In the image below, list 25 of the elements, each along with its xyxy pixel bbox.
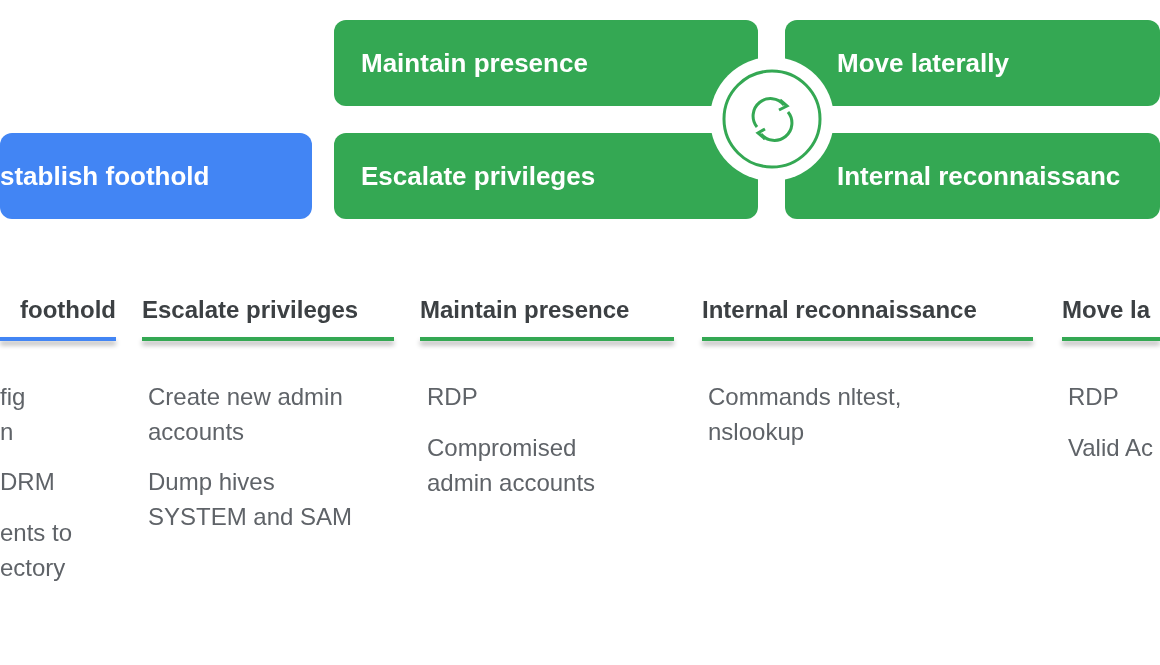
column-heading: Move la — [1062, 296, 1151, 324]
list-item: Valid Ac — [1068, 433, 1154, 463]
stage-box — [334, 20, 758, 106]
stage-label: Maintain presence — [361, 47, 588, 79]
list-item: RDP — [427, 382, 479, 412]
list-item: fig n — [0, 382, 27, 447]
column-heading: Escalate privileges — [142, 296, 359, 324]
list-item: Compromised admin accounts — [427, 433, 597, 498]
stage-label: Internal reconnaissanc — [837, 160, 1121, 192]
stage-box — [0, 133, 312, 219]
list-item: Dump hives SYSTEM and SAM — [148, 467, 354, 532]
column-heading: Internal reconnaissance — [702, 296, 977, 324]
list-item: ents to ectory — [0, 518, 74, 583]
stage-box — [785, 133, 1160, 219]
column-heading: foothold — [20, 296, 116, 324]
stage-label: Escalate privileges — [361, 160, 596, 192]
list-item: RDP — [1068, 382, 1120, 412]
column-heading: Maintain presence — [420, 296, 630, 324]
stage-box — [334, 133, 758, 219]
stage-box — [785, 20, 1160, 106]
stage-label: stablish foothold — [0, 160, 210, 192]
stage-label: Move laterally — [837, 47, 1009, 79]
list-item: Commands nltest, nslookup — [708, 382, 903, 447]
list-item: DRM — [0, 467, 56, 497]
list-item: Create new admin accounts — [148, 382, 344, 447]
